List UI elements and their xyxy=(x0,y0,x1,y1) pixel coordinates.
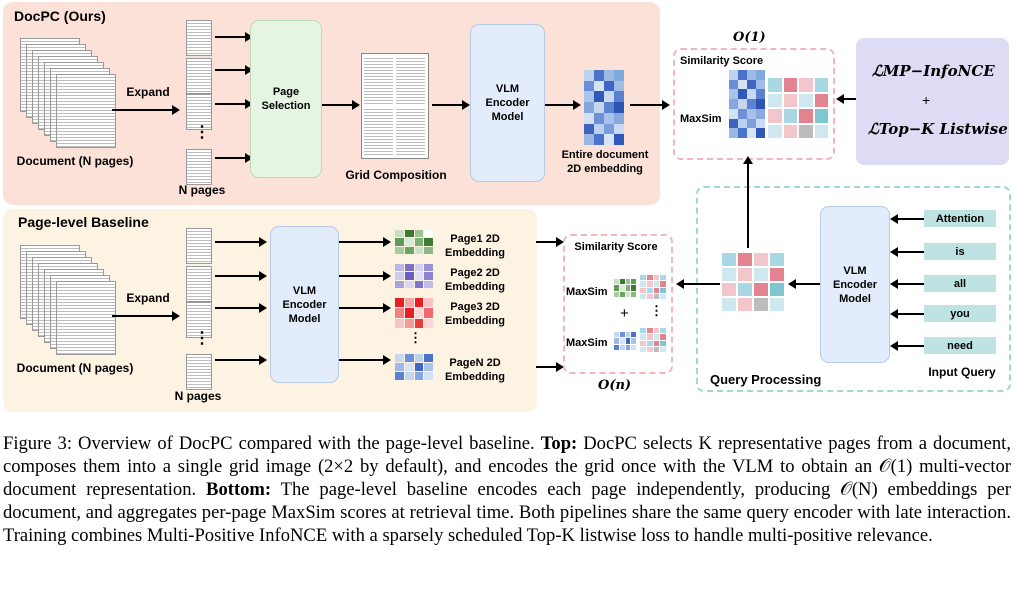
sim-query-matrix-1 xyxy=(640,275,666,299)
o1-label: O(1) xyxy=(733,30,766,45)
arrow-vlm-to-query-emb xyxy=(788,279,820,289)
query-token-1: Attention xyxy=(924,210,996,227)
query-token-3: all xyxy=(924,275,996,292)
arrow-emb-to-sim-2 xyxy=(536,362,564,372)
page1-embedding xyxy=(395,230,433,254)
arrow-to-vlm-top xyxy=(432,100,470,110)
sim-page1-matrix xyxy=(614,279,636,297)
embedding-dots: ⋮ xyxy=(409,330,422,345)
caption-top-bold: Top: xyxy=(540,433,578,454)
expand-arrow-bottom xyxy=(112,308,180,326)
query-token-2: is xyxy=(924,243,996,260)
loss-plus: + xyxy=(922,92,931,108)
caption-fig: Figure 3: Overview of DocPC compared wit… xyxy=(3,433,541,454)
grid-composition-label: Grid Composition xyxy=(345,168,447,182)
expand-label-top: Expand xyxy=(126,85,170,99)
expand-arrow-top xyxy=(112,102,180,120)
caption-bottom-text: The page-level baseline encodes each pag… xyxy=(3,479,1011,546)
sim-query-matrix-top xyxy=(768,78,828,138)
token-arrows xyxy=(890,214,926,351)
query-processing-box xyxy=(696,186,1011,392)
document-stack-bottom xyxy=(20,245,116,357)
similarity-box-top xyxy=(673,48,835,160)
loss-box xyxy=(856,38,1009,165)
pageN-label: PageN 2D Embedding xyxy=(445,357,505,383)
on-label: O(n) xyxy=(598,378,632,393)
maxsim-label-bottom-1: MaxSim xyxy=(566,286,608,298)
query-processing-title: Query Processing xyxy=(710,372,822,387)
caption-top-text: DocPC selects K representative pages fro… xyxy=(3,433,1011,500)
sim-pageN-matrix xyxy=(614,332,636,350)
query-embedding-matrix xyxy=(722,253,784,311)
n-pages-label-top: N pages xyxy=(178,183,226,197)
docpc-title: DocPC (Ours) xyxy=(14,8,106,24)
query-token-4: you xyxy=(924,305,996,322)
document-label-top: Document (N pages) xyxy=(16,154,134,168)
similarity-title-bottom: Similarity Score xyxy=(574,241,658,253)
loss-topk-listwise: ℒTop−K Listwise xyxy=(868,120,1008,138)
document-label-bottom: Document (N pages) xyxy=(16,361,134,375)
page-arrows-top xyxy=(215,32,253,163)
arrow-to-doc-emb xyxy=(545,100,581,110)
arrow-query-to-sim-top xyxy=(743,156,753,248)
arrow-emb-to-sim-1 xyxy=(536,237,564,247)
sim-query-matrix-2 xyxy=(640,328,666,352)
page3-embedding xyxy=(395,298,433,328)
baseline-title: Page-level Baseline xyxy=(18,214,149,230)
similarity-title-top: Similarity Score xyxy=(680,55,764,67)
dots-bottom: ⋮ xyxy=(194,330,210,347)
input-query-label: Input Query xyxy=(928,365,996,379)
arrow-loss-to-sim xyxy=(836,94,856,104)
arrow-query-to-sim-bottom xyxy=(676,279,720,289)
sim-vdots: ⋮ xyxy=(650,303,663,318)
similarity-box-bottom xyxy=(563,234,673,374)
sim-plus: + xyxy=(620,305,629,322)
vlm-encoder-bottom: VLM Encoder Model xyxy=(270,226,339,383)
embedding-arrows-bottom xyxy=(339,237,391,365)
page2-embedding xyxy=(395,264,433,288)
page-selection-box: Page Selection xyxy=(250,20,322,178)
caption-bottom-bold: Bottom: xyxy=(206,479,272,500)
page2-label: Page2 2D Embedding xyxy=(445,267,505,293)
expand-label-bottom: Expand xyxy=(126,291,170,305)
query-token-5: need xyxy=(924,337,996,354)
page-arrows-bottom xyxy=(215,237,267,365)
sim-doc-matrix-top xyxy=(729,70,765,138)
pageN-embedding xyxy=(395,354,433,380)
loss-mp-infonce: ℒMP−InfoNCE xyxy=(872,62,995,80)
vlm-encoder-query: VLM Encoder Model xyxy=(820,206,890,363)
document-stack-top xyxy=(20,38,116,150)
maxsim-label-top: MaxSim xyxy=(680,113,722,125)
document-embedding-matrix xyxy=(584,70,624,145)
vlm-encoder-top: VLM Encoder Model xyxy=(470,24,545,182)
page1-label: Page1 2D Embedding xyxy=(445,233,505,259)
grid-composition-image xyxy=(361,53,429,159)
figure-caption: Figure 3: Overview of DocPC compared wit… xyxy=(3,432,1011,547)
dots-top: ⋮ xyxy=(194,124,210,141)
entire-doc-embedding-label: Entire document 2D embedding xyxy=(561,149,649,175)
arrow-to-grid xyxy=(322,100,360,110)
n-pages-label-bottom: N pages xyxy=(174,389,222,403)
arrow-to-similarity-top xyxy=(630,100,670,110)
page3-label: Page3 2D Embedding xyxy=(445,301,505,327)
maxsim-label-bottom-2: MaxSim xyxy=(566,337,608,349)
